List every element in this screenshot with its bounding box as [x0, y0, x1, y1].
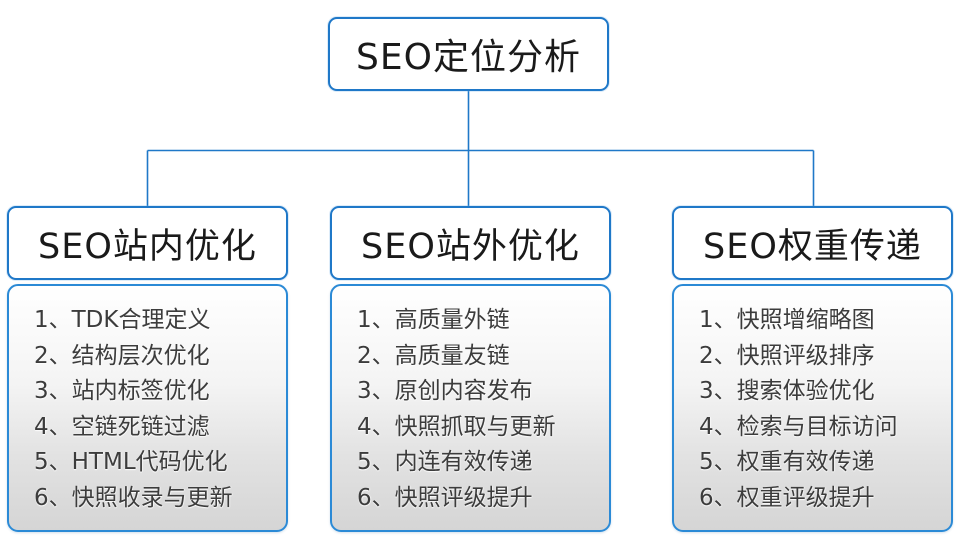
column-header-label: SEO权重传递 [703, 226, 922, 267]
column-header-label: SEO站外优化 [361, 226, 580, 267]
list-item: 5、HTML代码优化 [34, 449, 228, 475]
column-item-list: 1、快照增缩略图 2、快照评级排序 3、搜索体验优化 4、检索与目标访问 5、权… [672, 284, 953, 532]
list-item: 1、高质量外链 [357, 307, 510, 333]
list-item: 3、原创内容发布 [357, 378, 533, 404]
list-item: 6、快照收录与更新 [34, 484, 233, 511]
root-node: SEO定位分析 [328, 17, 609, 91]
list-item: 4、空链死链过滤 [34, 413, 210, 440]
list-item: 2、高质量友链 [357, 342, 510, 369]
list-item: 3、站内标签优化 [34, 378, 210, 404]
list-item: 5、权重有效传递 [699, 449, 875, 475]
column-item-list: 1、高质量外链 2、高质量友链 3、原创内容发布 4、快照抓取与更新 5、内连有… [330, 284, 611, 532]
list-item: 5、内连有效传递 [357, 449, 533, 475]
list-item: 2、结构层次优化 [34, 342, 210, 369]
column-header-label: SEO站内优化 [38, 226, 257, 267]
root-node-label: SEO定位分析 [356, 37, 581, 78]
list-item: 6、权重评级提升 [699, 484, 875, 511]
column-header: SEO权重传递 [672, 206, 953, 280]
list-item: 3、搜索体验优化 [699, 378, 875, 404]
list-item: 4、快照抓取与更新 [357, 413, 556, 440]
column-item-list: 1、TDK合理定义 2、结构层次优化 3、站内标签优化 4、空链死链过滤 5、H… [7, 284, 288, 532]
list-item: 6、快照评级提升 [357, 484, 533, 511]
list-item: 4、检索与目标访问 [699, 413, 898, 440]
list-item: 1、快照增缩略图 [699, 307, 875, 333]
column-weight-transfer: SEO权重传递 1、快照增缩略图 2、快照评级排序 3、搜索体验优化 4、检索与… [672, 206, 953, 532]
list-item: 2、快照评级排序 [699, 342, 875, 369]
column-onsite-optimization: SEO站内优化 1、TDK合理定义 2、结构层次优化 3、站内标签优化 4、空链… [7, 206, 288, 532]
list-item: 1、TDK合理定义 [34, 307, 211, 333]
column-header: SEO站内优化 [7, 206, 288, 280]
column-header: SEO站外优化 [330, 206, 611, 280]
column-offsite-optimization: SEO站外优化 1、高质量外链 2、高质量友链 3、原创内容发布 4、快照抓取与… [330, 206, 611, 532]
